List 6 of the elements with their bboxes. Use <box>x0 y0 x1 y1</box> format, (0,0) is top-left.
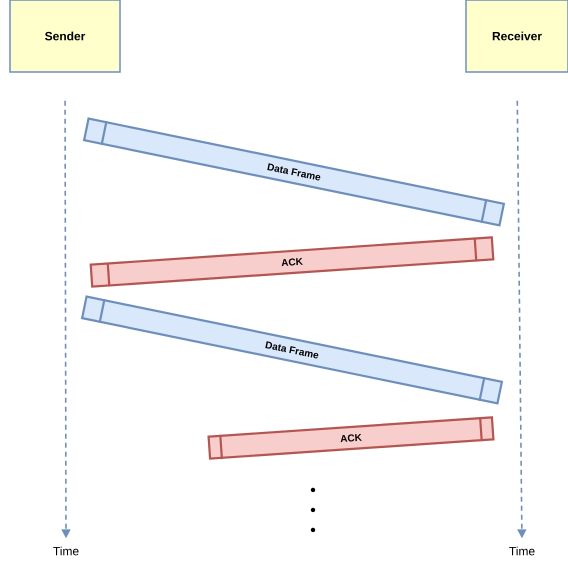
participant-box: Sender <box>9 0 121 73</box>
time-label: Time <box>509 546 535 556</box>
ack-frame-bar: ACK <box>207 416 495 460</box>
time-label: Time <box>53 546 79 556</box>
participant-box: Receiver <box>465 0 568 73</box>
ack-frame-bar: ACK <box>90 236 494 288</box>
